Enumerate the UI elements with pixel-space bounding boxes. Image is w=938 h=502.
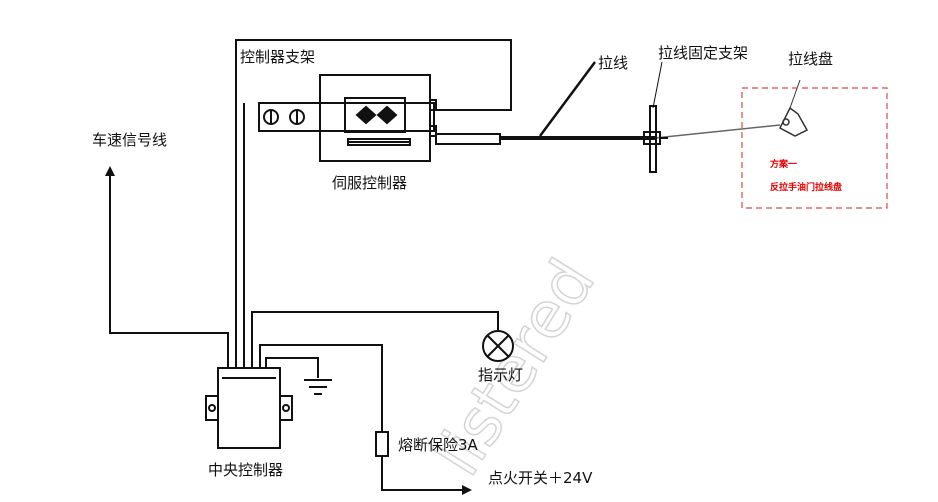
ground-symbol (304, 379, 332, 395)
central-controller (205, 367, 293, 449)
indicator-lamp (482, 330, 514, 362)
pull-wire (500, 61, 781, 140)
speed-signal-line-label: 车速信号线 (92, 131, 167, 149)
speed-signal-wire (105, 166, 229, 368)
controller-wires (235, 103, 499, 495)
scheme-text-line2: 反拉手油门拉线盘 (770, 181, 842, 193)
wire-disc-label: 拉线盘 (788, 50, 833, 68)
fuse-label: 熔断保险3A (398, 436, 479, 454)
central-controller-label: 中央控制器 (208, 461, 283, 479)
ignition-switch-label: 点火开关＋24V (488, 469, 593, 487)
controller-bracket-label: 控制器支架 (240, 48, 315, 66)
scheme-text-line1: 方案一 (770, 158, 797, 170)
pull-wire-label: 拉线 (598, 54, 628, 72)
servo-controller-label: 伺服控制器 (332, 174, 407, 192)
indicator-light-label: 指示灯 (478, 366, 523, 384)
wire-fixed-bracket (643, 61, 668, 173)
wire-disc (779, 79, 809, 137)
wire-fixed-bracket-label: 拉线固定支架 (658, 44, 748, 62)
scheme-dashed-box (741, 87, 888, 209)
fuse-symbol (375, 431, 389, 457)
